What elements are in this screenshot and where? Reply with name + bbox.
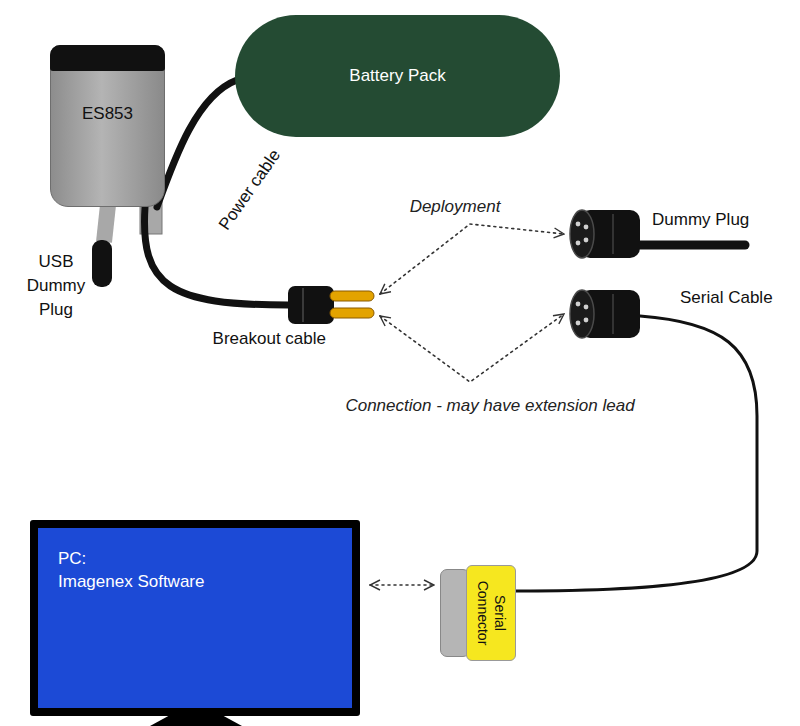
device-cap [50, 45, 165, 71]
cable-label: Serial Cable [680, 287, 773, 309]
dotted-arrow [370, 584, 434, 586]
breakout-connector: Breakout cable [288, 284, 376, 326]
pin-hole [576, 241, 581, 246]
dummy-plug-tail [640, 241, 745, 250]
usb-dummy-plug: USB Dummy Plug [92, 240, 112, 287]
pc-monitor: PC:Imagenex Software [30, 520, 360, 716]
connector-drawing [568, 205, 640, 263]
pin-hole [584, 305, 589, 310]
pin-hole [584, 238, 589, 243]
device-body: ES853 [50, 45, 165, 207]
plug-label: Dummy Plug [652, 209, 749, 231]
gold-pin [330, 308, 374, 318]
ellipse-shape [570, 290, 594, 338]
screen-text: PC: [58, 548, 86, 570]
dotted-arrow [380, 314, 564, 382]
cable [157, 80, 237, 207]
cable [104, 205, 108, 242]
battery-label: Battery Pack [235, 65, 560, 87]
cable [516, 316, 757, 591]
pin-hole [584, 318, 589, 323]
pin-hole [576, 222, 581, 227]
connector-drawing [568, 285, 640, 343]
edge-label: Connection - may have extension lead [345, 395, 634, 417]
battery-pack: Battery Pack [235, 15, 560, 137]
pin-hole [576, 321, 581, 326]
plug-label: USB Dummy Plug [24, 250, 88, 322]
pin-hole [584, 225, 589, 230]
screen-text: Imagenex Software [58, 571, 204, 593]
rect-shape [612, 294, 614, 334]
dotted-arrow [380, 224, 564, 294]
device-name: ES853 [51, 103, 164, 125]
cable-label: Breakout cable [213, 328, 326, 350]
edge-label: Deployment [410, 196, 501, 218]
rect-shape [288, 286, 334, 324]
rect-shape [612, 214, 614, 254]
connector-label-plate: Serial Connector [466, 565, 516, 661]
gold-pin [330, 291, 374, 301]
rect-shape [302, 288, 304, 322]
pin-hole [576, 302, 581, 307]
serial-cable-connector: Serial Cable [568, 285, 640, 343]
ellipse-shape [570, 210, 594, 258]
dummy-plug: Dummy Plug [568, 205, 640, 263]
serial-connector: Serial Connector [440, 565, 516, 661]
edge-label: Power cable [214, 145, 286, 234]
connector-label: Serial Connector [474, 567, 508, 659]
connector-drawing [288, 284, 376, 326]
